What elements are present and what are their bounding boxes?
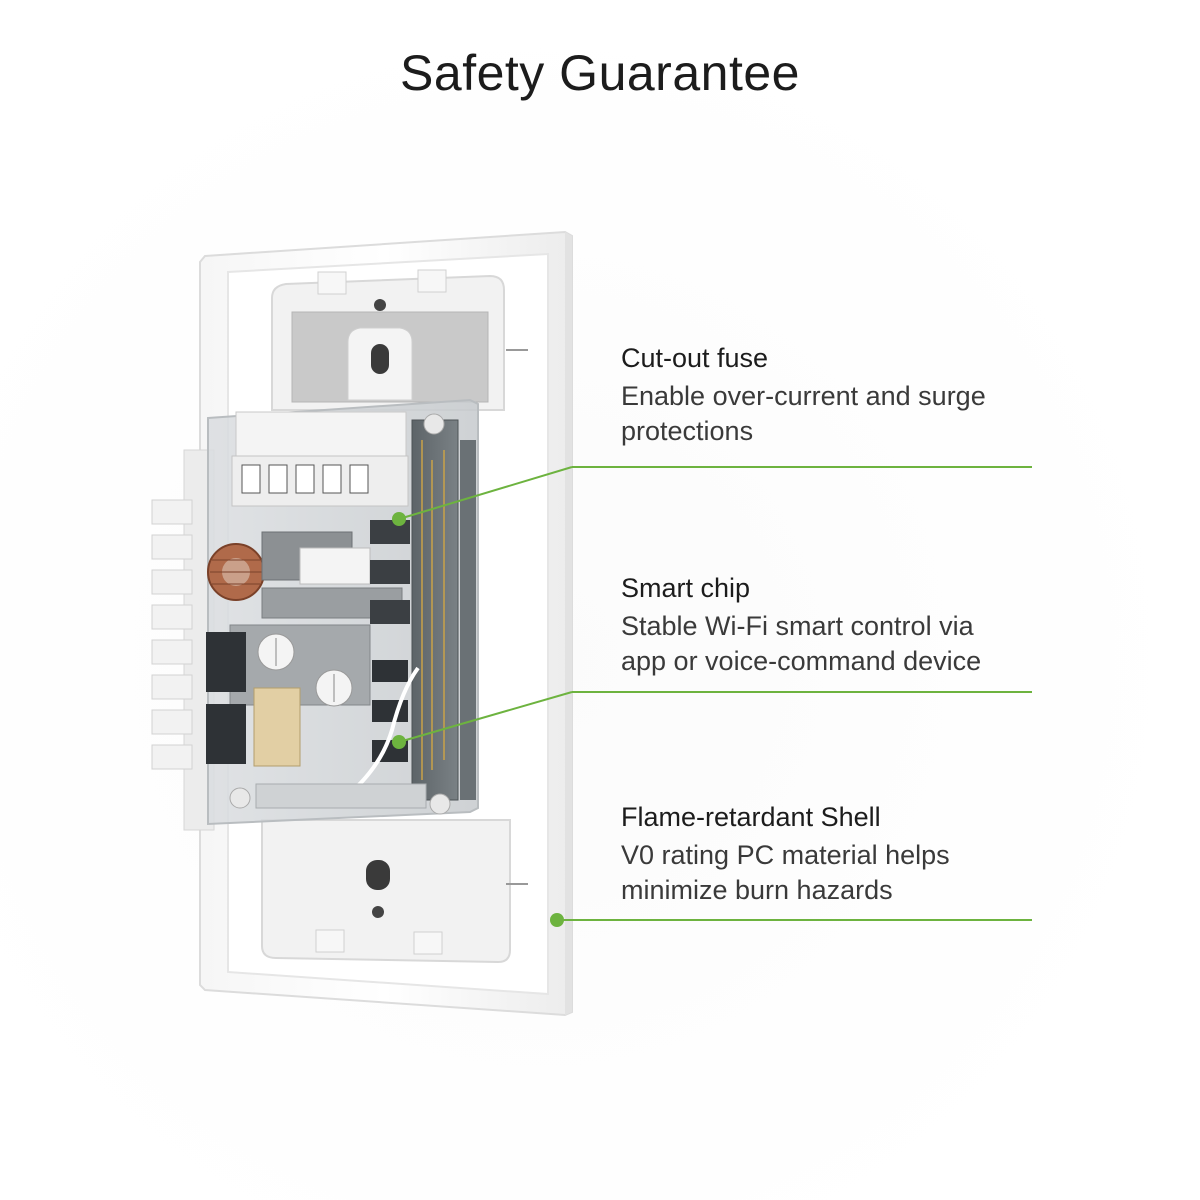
page-title: Safety Guarantee (400, 45, 800, 101)
callout-heading: Cut-out fuse (621, 343, 769, 373)
callout-cut-out-fuse: Cut-out fuse Enable over-current and sur… (621, 341, 1061, 449)
callout-description-line: minimize burn hazards (621, 875, 893, 905)
callout-description-line: Stable Wi-Fi smart control via (621, 611, 974, 641)
mounting-strap-top (271, 269, 505, 411)
fuse-leader-line (398, 466, 573, 520)
circuit-components (206, 411, 476, 815)
callout-smart-chip: Smart chip Stable Wi-Fi smart control vi… (621, 571, 1061, 679)
callout-flame-retardant-shell: Flame-retardant Shell V0 rating PC mater… (621, 800, 1061, 908)
mounting-strap-bottom (261, 819, 511, 964)
plate-edge-marks (506, 349, 528, 885)
callout-description-line: V0 rating PC material helps (621, 840, 950, 870)
side-fins (151, 449, 215, 831)
callout-description-line: protections (621, 416, 754, 446)
callout-heading: Flame-retardant Shell (621, 802, 881, 832)
shell-marker-dot (550, 913, 564, 927)
chip-marker-dot (392, 735, 406, 749)
fuse-marker-dot (392, 512, 406, 526)
chip-leader-line (398, 691, 573, 743)
callout-heading: Smart chip (621, 573, 751, 603)
callout-description-line: app or voice-command device (621, 646, 982, 676)
callout-description-line: Enable over-current and surge (621, 381, 986, 411)
callout-leaders (392, 466, 1032, 927)
